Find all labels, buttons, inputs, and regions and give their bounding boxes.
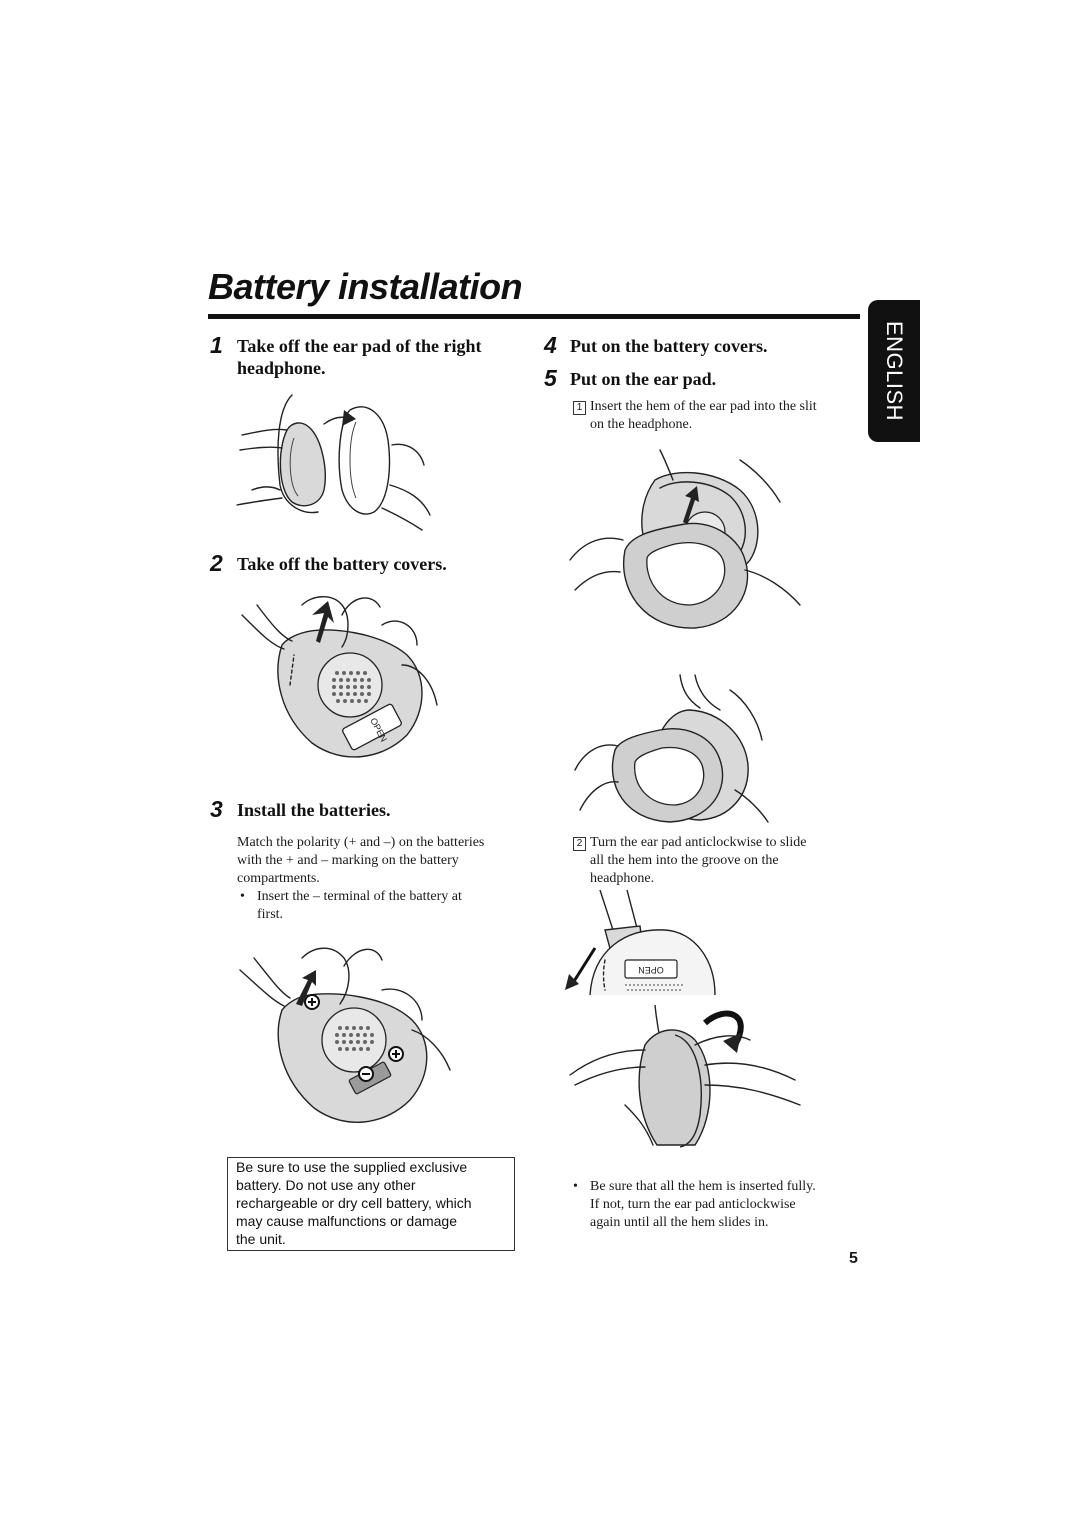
- language-tab: ENGLISH: [868, 300, 920, 442]
- sub2-marker-box: 2: [573, 837, 586, 851]
- step-5-bullet-line3: again until all the hem slides in.: [590, 1215, 769, 1230]
- step-3-bullet-line2: first.: [257, 907, 284, 922]
- step-4-text: Put on the battery covers.: [570, 336, 768, 356]
- step-5-text: Put on the ear pad.: [570, 369, 717, 389]
- step-5-sub2-line1: Turn the ear pad anticlockwise to slide: [590, 835, 807, 850]
- step-2-number: 2: [210, 550, 223, 576]
- step-3-body-line2: with the + and – marking on the battery: [237, 853, 459, 868]
- step-3-bullet: Insert the – terminal of the battery at …: [257, 888, 532, 924]
- open-label-6: OPEN: [638, 965, 664, 975]
- step-5-bullet: Be sure that all the hem is inserted ful…: [590, 1178, 870, 1232]
- step-5-sub2-line3: headphone.: [590, 871, 655, 886]
- step-1-text-line1: Take off the ear pad of the right: [237, 336, 482, 356]
- step-5-number: 5: [544, 365, 557, 391]
- hem-insert-illustration: [569, 449, 801, 629]
- step-5-sub1: Insert the hem of the ear pad into the s…: [590, 398, 870, 434]
- headphone-closeup-illustration: OPEN: [565, 890, 716, 996]
- pad-turn-illustration: [569, 1005, 801, 1148]
- step-3-text: Install the batteries.: [237, 800, 391, 820]
- step-5-sub1-line2: on the headphone.: [590, 417, 693, 432]
- sub1-marker-box: 1: [573, 401, 586, 415]
- language-tab-label: ENGLISH: [882, 320, 907, 422]
- step-5-sub2-marker: 2: [573, 834, 586, 852]
- step-3-body: Match the polarity (+ and –) on the batt…: [237, 834, 532, 888]
- caution-line4: may cause malfunctions or damage: [236, 1213, 457, 1229]
- battery-install-illustration: [239, 947, 451, 1123]
- pad-seated-illustration: [574, 674, 769, 823]
- page-title: Battery installation: [208, 266, 523, 307]
- step-5-sub2: Turn the ear pad anticlockwise to slide …: [590, 834, 870, 888]
- caution-line3: rechargeable or dry cell battery, which: [236, 1195, 472, 1211]
- caution-box: Be sure to use the supplied exclusive ba…: [227, 1157, 515, 1251]
- step-5-bullet-line1: Be sure that all the hem is inserted ful…: [590, 1179, 816, 1194]
- step-3-bullet-marker: •: [240, 889, 245, 904]
- step-2-text: Take off the battery covers.: [237, 554, 447, 574]
- step-1-text-line2: headphone.: [237, 358, 326, 378]
- step-5-bullet-marker: •: [573, 1179, 578, 1194]
- step-3-body-line1: Match the polarity (+ and –) on the batt…: [237, 835, 485, 850]
- step-5-sub2-line2: all the hem into the groove on the: [590, 853, 779, 868]
- step-3-bullet-line1: Insert the – terminal of the battery at: [257, 889, 462, 904]
- battery-cover-removal-illustration: OPEN: [241, 596, 438, 758]
- caution-line2: battery. Do not use any other: [236, 1177, 416, 1193]
- title-rule: [208, 314, 860, 319]
- step-4-number: 4: [544, 332, 557, 358]
- step-1-number: 1: [210, 332, 223, 358]
- step-5-bullet-line2: If not, turn the ear pad anticlockwise: [590, 1197, 796, 1212]
- step-1-text: Take off the ear pad of the right headph…: [237, 335, 482, 379]
- step-3-number: 3: [210, 796, 223, 822]
- page-number: 5: [849, 1250, 858, 1267]
- ear-pad-removal-illustration: [236, 394, 431, 531]
- step-5-sub1-marker: 1: [573, 398, 586, 416]
- step-5-sub1-line1: Insert the hem of the ear pad into the s…: [590, 399, 817, 414]
- step-3-body-line3: compartments.: [237, 871, 320, 886]
- caution-line1: Be sure to use the supplied exclusive: [236, 1159, 468, 1175]
- caution-line5: the unit.: [236, 1231, 286, 1247]
